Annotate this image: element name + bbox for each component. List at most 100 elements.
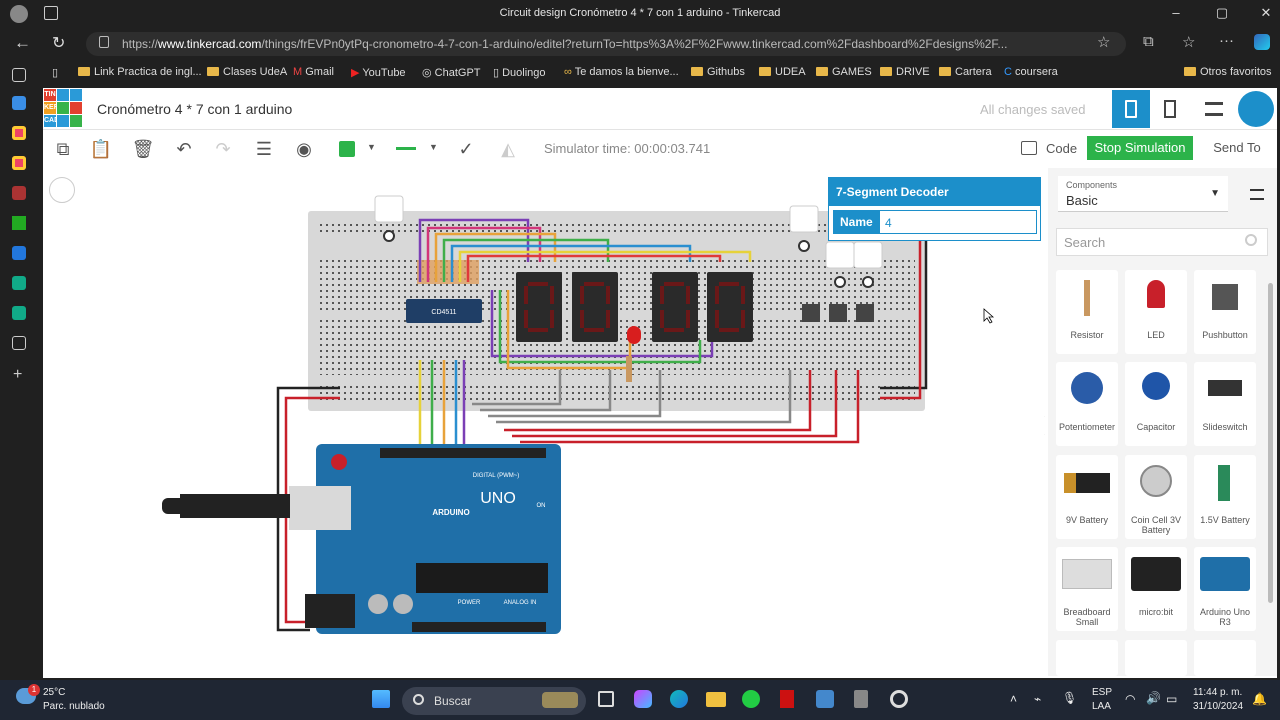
favorite-star-icon[interactable]: ☆ [1097, 34, 1111, 51]
components-select[interactable]: Components Basic ▼ [1058, 176, 1228, 212]
sidebar-tab-icon[interactable] [12, 126, 26, 140]
bookmark-item[interactable]: M Gmail [293, 66, 334, 78]
flip-icon[interactable]: ◭ [501, 139, 515, 159]
notifications-icon[interactable]: 🔔 [1252, 692, 1267, 706]
bookmark-item[interactable]: ◎ ChatGPT [422, 67, 481, 79]
sidebar-tab-icon[interactable] [12, 68, 26, 82]
back-icon[interactable]: ← [14, 33, 31, 52]
sidebar-tab-icon[interactable] [12, 156, 26, 170]
delete-icon[interactable]: 🗑 [131, 139, 155, 159]
tinkercad-logo[interactable]: TIN KER CAD [44, 89, 82, 127]
undo-icon[interactable]: ↶ [176, 139, 192, 159]
calculator-app-icon[interactable] [854, 690, 868, 708]
bookmark-item[interactable]: ▯ Duolingo [493, 67, 546, 79]
sidebar-tab-icon[interactable] [12, 336, 26, 350]
notes-visibility-icon[interactable]: ◉ [296, 139, 312, 159]
clock-date[interactable]: 31/10/2024 [1193, 701, 1244, 712]
component-card-pushbutton[interactable]: Pushbutton [1194, 270, 1256, 354]
wire-type-picker[interactable] [396, 147, 416, 150]
sidebar-tab-icon[interactable] [12, 186, 26, 200]
component-card-capacitor[interactable]: Capacitor [1125, 362, 1187, 446]
bookmark-item[interactable]: DRIVE [880, 66, 930, 78]
language-code[interactable]: ESP [1092, 687, 1113, 698]
component-card-1-5v-battery[interactable]: 1.5V Battery [1194, 455, 1256, 539]
reload-icon[interactable]: ↻ [52, 35, 66, 52]
edge-app-icon[interactable] [670, 690, 688, 708]
bookmark-item[interactable]: ▯ [52, 67, 59, 79]
minimize-icon[interactable]: – [1172, 5, 1180, 20]
battery-icon[interactable]: ▭ [1166, 692, 1178, 706]
sidebar-tab-icon[interactable] [12, 276, 26, 290]
paste-icon[interactable]: 📋 [89, 139, 113, 159]
copilot-app-icon[interactable] [634, 690, 652, 708]
maximize-icon[interactable]: ▢ [1215, 5, 1229, 20]
clock-time[interactable]: 11:44 p. m. [1193, 687, 1243, 698]
favorites-icon[interactable]: ☆ [1182, 34, 1196, 51]
component-card-coin-cell[interactable]: Coin Cell 3V Battery [1125, 455, 1187, 539]
rotate-icon[interactable]: ✓ [458, 139, 474, 159]
notes-icon[interactable]: ☰ [255, 139, 273, 159]
tab-actions-icon[interactable] [44, 6, 58, 20]
whatsapp-app-icon[interactable] [742, 690, 760, 708]
bookmark-item[interactable]: Cartera [939, 66, 992, 78]
component-card-arduino[interactable]: Arduino Uno R3 [1194, 547, 1256, 631]
bookmark-item[interactable]: ▶ YouTube [351, 67, 406, 79]
send-to-button[interactable]: Send To [1213, 140, 1261, 155]
circuit-view-button[interactable] [1112, 90, 1150, 128]
bookmark-item[interactable]: Otros favoritos [1184, 66, 1272, 78]
task-view-icon[interactable] [598, 691, 614, 707]
netflix-app-icon[interactable] [780, 690, 794, 708]
volume-icon[interactable]: 🔊 [1146, 691, 1161, 705]
bookmark-item[interactable]: UDEA [759, 66, 806, 78]
start-icon[interactable] [372, 690, 390, 708]
close-icon[interactable]: ✕ [1260, 5, 1272, 20]
bookmark-item[interactable]: ∞ Te damos la bienve... [564, 66, 679, 78]
bookmark-item[interactable]: C coursera [1004, 66, 1058, 78]
color-picker[interactable] [339, 141, 355, 157]
microphone-icon[interactable]: 🎙 [1062, 691, 1078, 705]
component-card-microbit[interactable]: micro:bit [1125, 547, 1187, 631]
bookmark-item[interactable]: Githubs [691, 66, 745, 78]
redo-icon[interactable]: ↷ [215, 139, 231, 159]
component-card-led[interactable]: LED [1125, 270, 1187, 354]
bookmark-item[interactable]: Link Practica de ingl... [78, 66, 202, 78]
project-name[interactable]: Cronómetro 4 * 7 con 1 arduino [97, 101, 293, 117]
profile-icon[interactable] [10, 5, 28, 23]
zoom-to-fit-icon[interactable] [49, 177, 75, 203]
chevron-down-icon[interactable]: ▼ [367, 142, 376, 152]
sidebar-tab-icon[interactable] [12, 96, 26, 110]
bookmark-item[interactable]: Clases UdeA [207, 66, 287, 78]
recorder-app-icon[interactable] [890, 690, 908, 708]
extensions-icon[interactable]: ⧉ [1143, 33, 1154, 50]
add-tab-icon[interactable]: + [13, 366, 23, 383]
explorer-app-icon[interactable] [706, 692, 726, 707]
name-field[interactable]: 4 [879, 210, 1037, 234]
sidebar-tab-icon[interactable] [12, 216, 26, 230]
schematic-view-icon[interactable] [1164, 100, 1176, 118]
component-card-resistor[interactable]: Resistor [1056, 270, 1118, 354]
network-off-icon[interactable]: ⌁ [1034, 692, 1042, 706]
user-avatar[interactable] [1238, 91, 1274, 127]
sidebar-tab-icon[interactable] [12, 306, 26, 320]
copy-icon[interactable]: ⧉ [56, 139, 70, 159]
language-layout[interactable]: LAA [1092, 701, 1111, 712]
component-card-breadboard[interactable]: Breadboard Small [1056, 547, 1118, 631]
code-button[interactable]: Code [1014, 136, 1080, 160]
panel-scrollbar[interactable] [1268, 283, 1273, 603]
chevron-down-icon[interactable]: ▼ [429, 142, 438, 152]
search-input[interactable]: Search [1056, 228, 1268, 256]
sidebar-tab-icon[interactable] [12, 246, 26, 260]
list-view-icon[interactable] [1250, 189, 1264, 200]
bookmark-item[interactable]: GAMES [816, 66, 872, 78]
more-icon[interactable]: ··· [1219, 32, 1234, 49]
wifi-icon[interactable]: ◠ [1125, 692, 1136, 706]
url-bar[interactable]: https://www.tinkercad.com/things/frEVPn0… [86, 32, 1126, 56]
circuit-drawing[interactable]: CD4511 [0, 0, 1045, 680]
stop-simulation-button[interactable]: Stop Simulation [1087, 136, 1193, 160]
copilot-icon[interactable] [1254, 34, 1270, 50]
component-list-icon[interactable] [1205, 102, 1223, 116]
video-app-icon[interactable] [816, 690, 834, 708]
tray-chevron-icon[interactable]: ˄ [1010, 692, 1018, 706]
component-card-slideswitch[interactable]: Slideswitch [1194, 362, 1256, 446]
component-card-9v-battery[interactable]: 9V Battery [1056, 455, 1118, 539]
